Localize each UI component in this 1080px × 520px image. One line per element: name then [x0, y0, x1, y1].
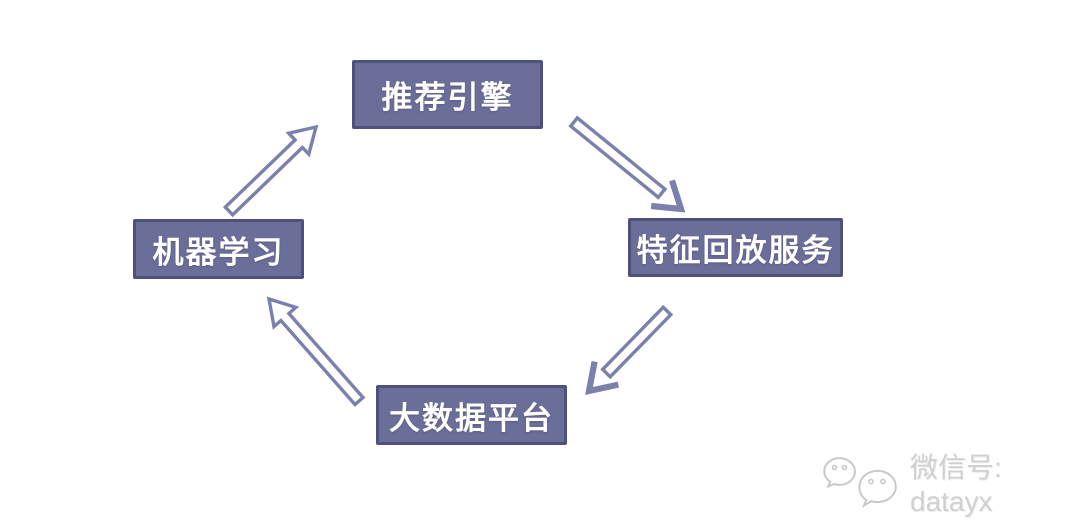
arrow-big-data-platform-to-machine-learning — [266, 296, 366, 407]
node-machine-learning: 机器学习 — [133, 219, 304, 279]
arrow-feature-replay-service-to-big-data-platform — [585, 304, 674, 396]
arrow-recommendation-engine-to-feature-replay-service — [568, 115, 686, 213]
watermark: 微信号: datayx — [822, 446, 1080, 518]
node-feature-replay-service: 特征回放服务 — [628, 218, 843, 277]
wechat-icon — [823, 457, 897, 508]
watermark-text: 微信号: datayx — [910, 452, 1002, 517]
node-recommendation-engine: 推荐引擎 — [352, 60, 543, 129]
node-big-data-platform: 大数据平台 — [376, 385, 567, 445]
arrow-machine-learning-to-recommendation-engine — [222, 124, 319, 218]
